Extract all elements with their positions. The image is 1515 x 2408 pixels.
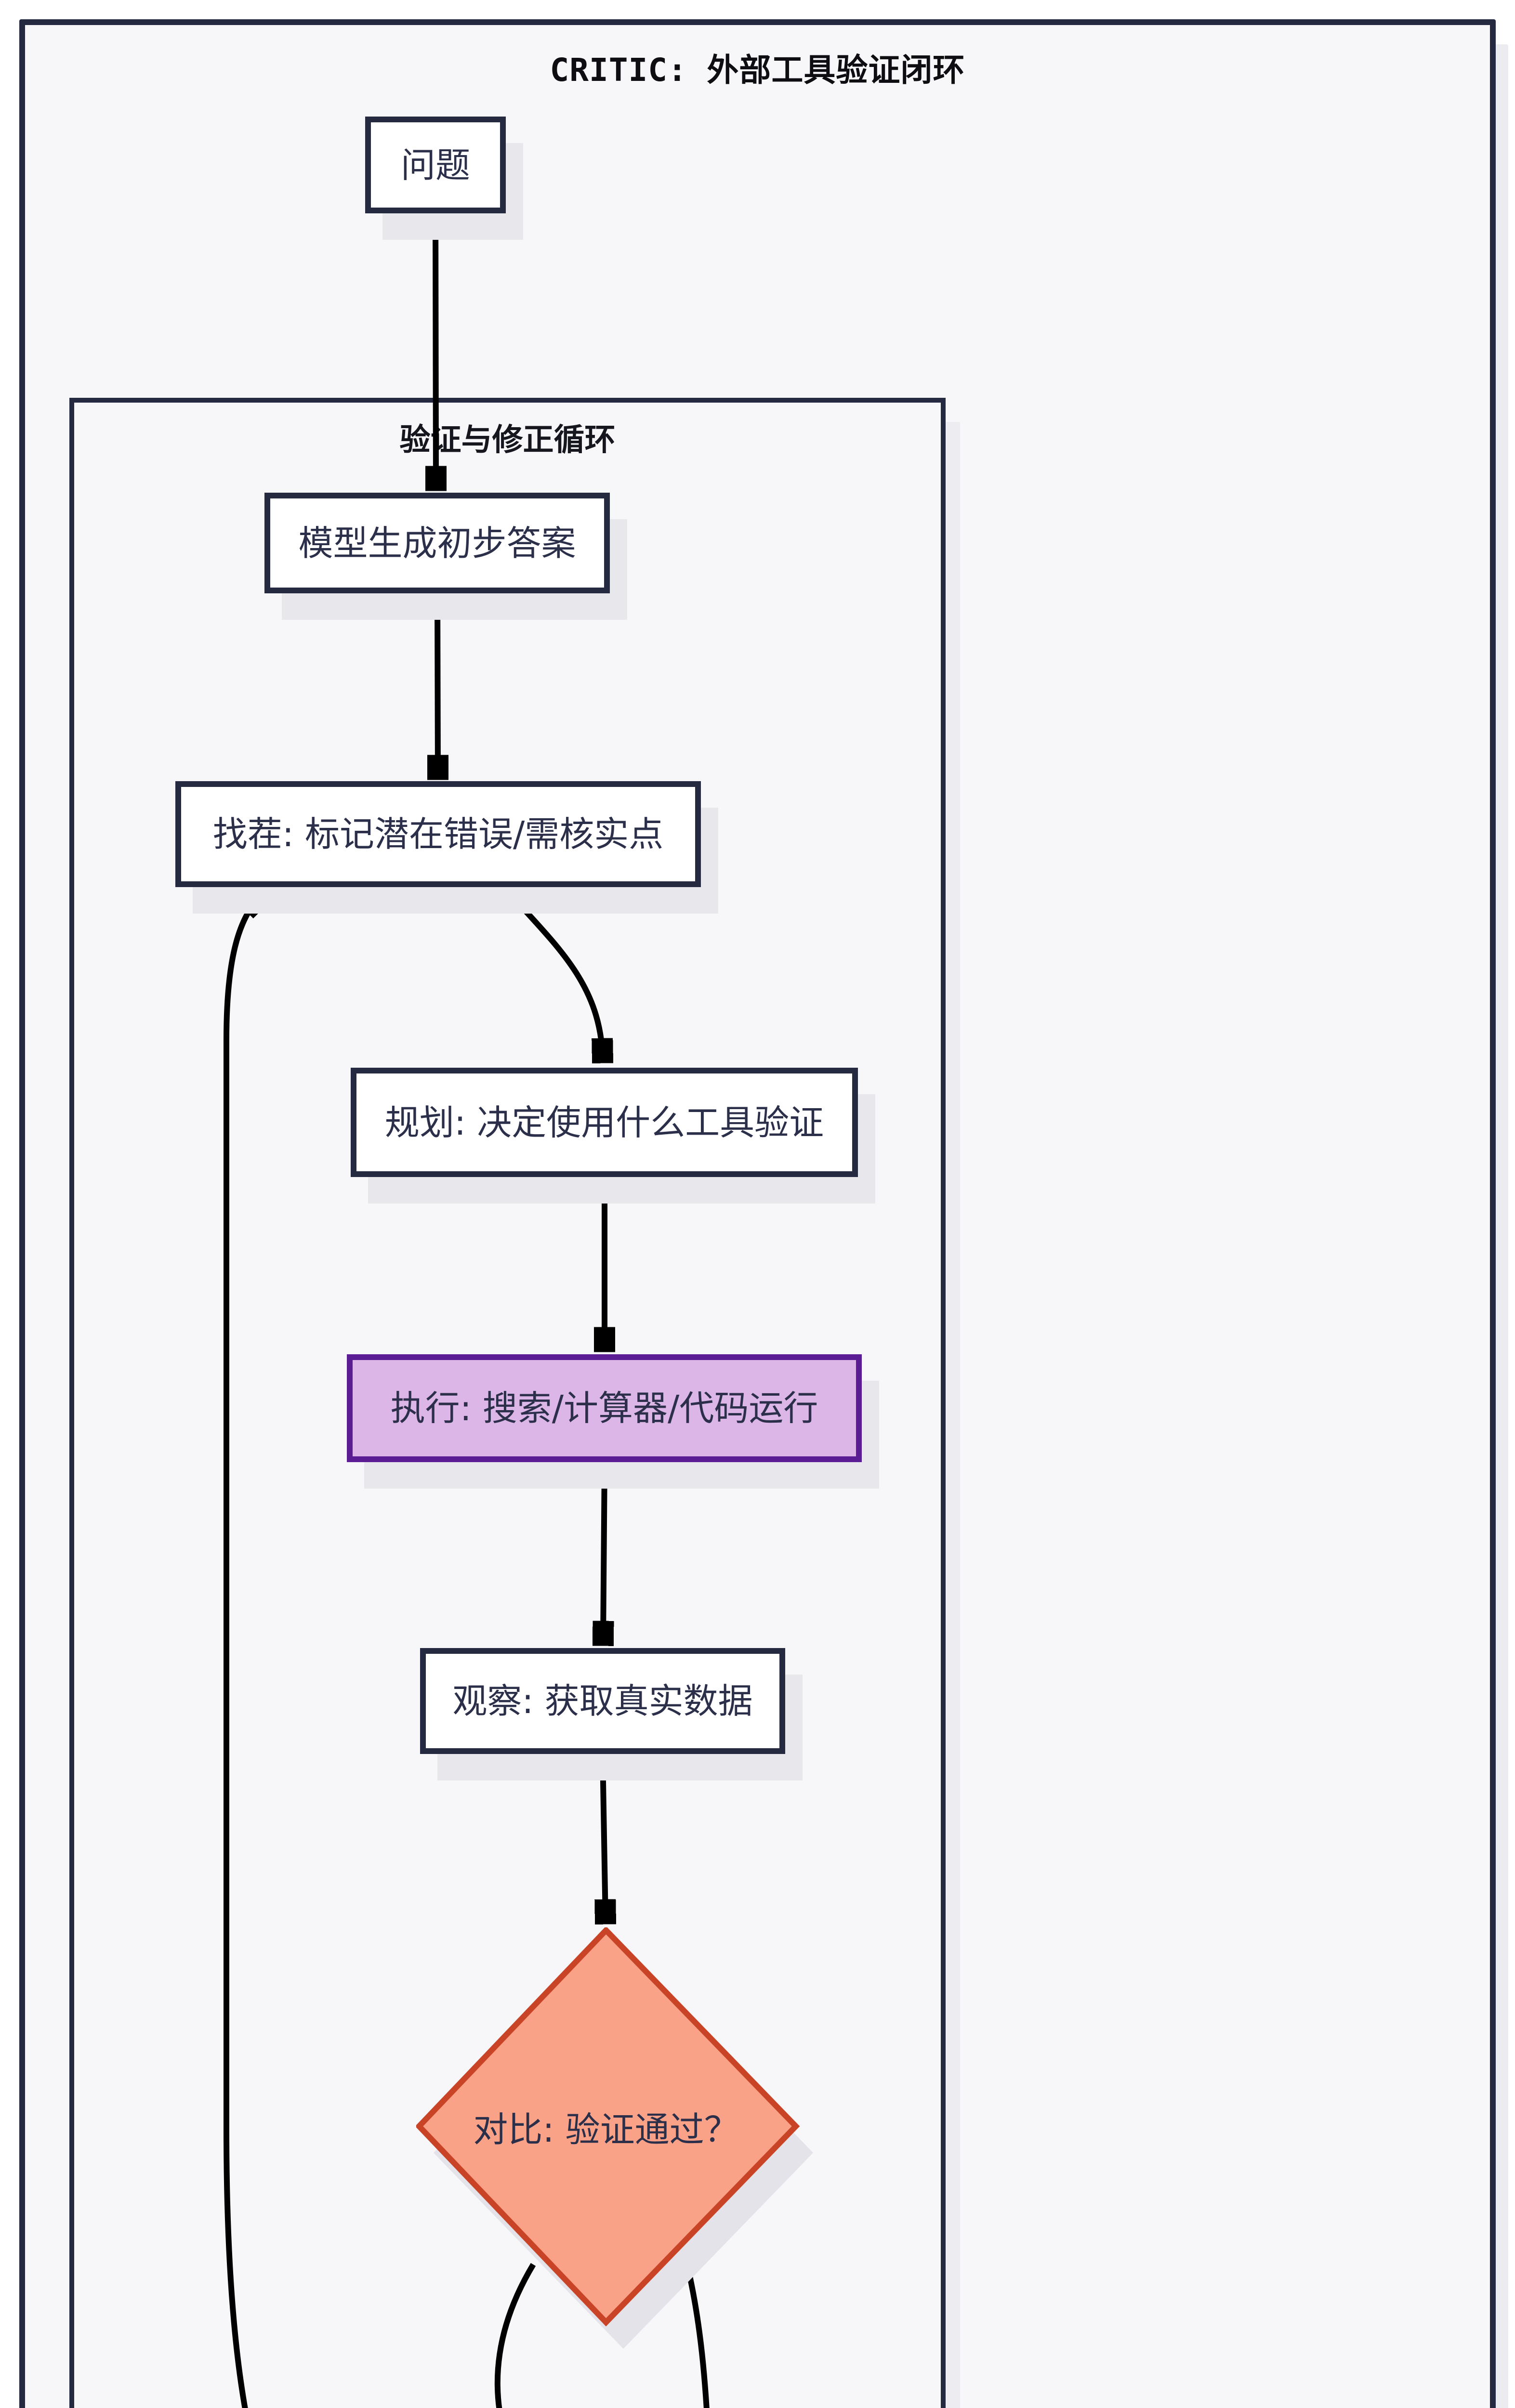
node-observe-label: 观察: 获取真实数据 bbox=[452, 1681, 753, 1721]
edge-execute-to-observe bbox=[603, 1462, 605, 1642]
diagram-title: CRITIC: 外部工具验证闭环 bbox=[550, 52, 965, 89]
edge-draft-to-critique bbox=[437, 593, 438, 776]
node-question-label: 问题 bbox=[400, 144, 470, 185]
node-compare-label: 对比: 验证通过？ bbox=[473, 2109, 739, 2150]
node-question: 问题 bbox=[365, 117, 506, 213]
node-plan: 规划: 决定使用什么工具验证 bbox=[351, 1068, 858, 1177]
edge-observe-to-compare bbox=[603, 1754, 606, 1921]
edge-compare-to-revise bbox=[494, 2263, 536, 2408]
edge-question-to-draft bbox=[435, 213, 436, 487]
edge-revise-to-critique bbox=[224, 896, 292, 2408]
node-critique-label: 找茬: 标记潜在错误/需核实点 bbox=[212, 814, 664, 854]
node-execute-label: 执行: 搜索/计算器/代码运行 bbox=[390, 1388, 818, 1428]
node-compare: 对比: 验证通过？ bbox=[415, 1926, 826, 2361]
node-execute: 执行: 搜索/计算器/代码运行 bbox=[347, 1354, 862, 1462]
compare-diamond-shape bbox=[415, 1926, 813, 2349]
node-plan-label: 规划: 决定使用什么工具验证 bbox=[384, 1102, 824, 1143]
node-draft: 模型生成初步答案 bbox=[264, 493, 610, 593]
node-draft-label: 模型生成初步答案 bbox=[298, 523, 576, 563]
diagram-frame bbox=[19, 19, 1496, 2408]
node-critique: 找茬: 标记潜在错误/需核实点 bbox=[175, 781, 701, 887]
edge-critique-to-plan bbox=[501, 885, 603, 1060]
node-observe: 观察: 获取真实数据 bbox=[420, 1648, 785, 1754]
edge-compare-to-output bbox=[682, 2253, 710, 2408]
